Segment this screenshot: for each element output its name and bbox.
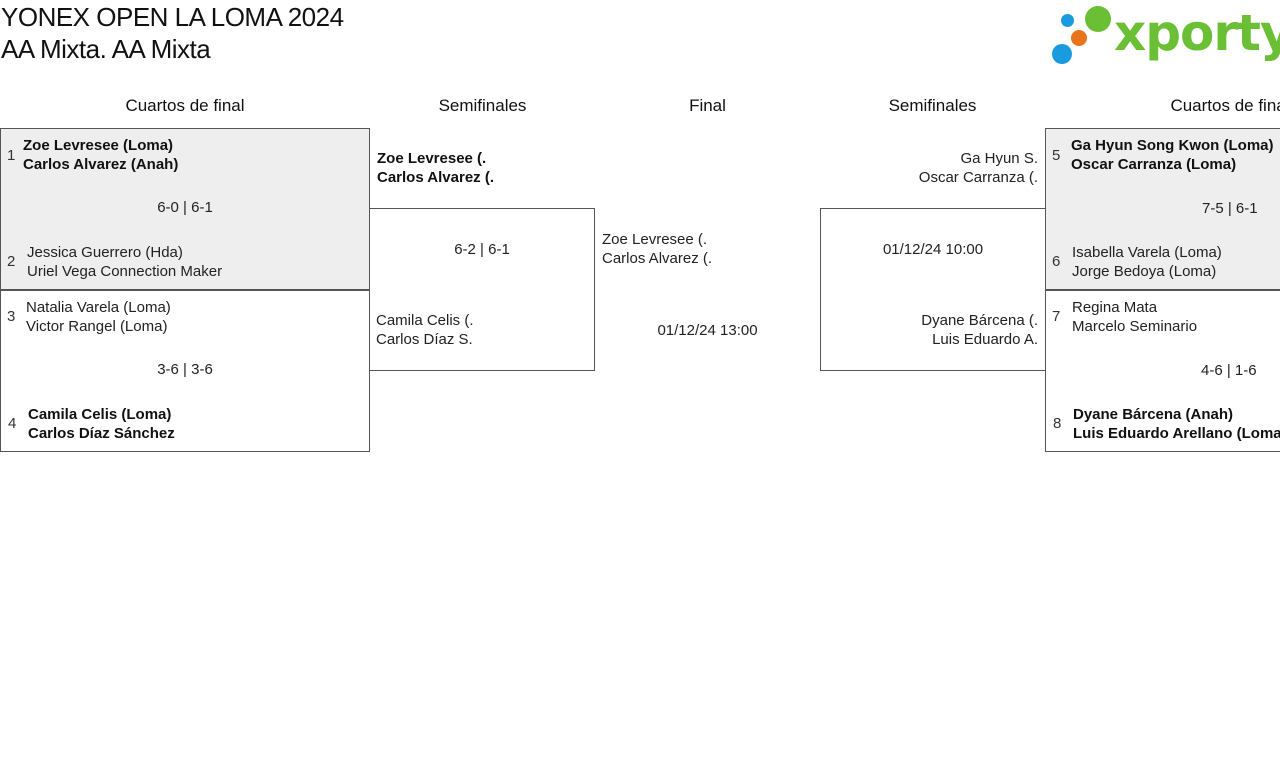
- right-qf-column: 5 Ga Hyun Song Kwon (Loma) Oscar Carranz…: [1045, 128, 1280, 458]
- round-header-left-sf: Semifinales: [438, 96, 527, 115]
- player-name: Isabella Varela (Loma): [1072, 244, 1222, 261]
- player-name: Dyane Bárcena (Anah): [1073, 406, 1234, 423]
- round-header-final: Final: [689, 96, 726, 115]
- logo-dot-blue: [1061, 14, 1074, 27]
- final-player-name: Carlos Alvarez (.: [602, 250, 713, 267]
- round-header-left-qf: Cuartos de final: [125, 96, 245, 115]
- player-name: Dyane Bárcena (.: [921, 312, 1038, 329]
- player-name: Jessica Guerrero (Hda): [27, 244, 183, 261]
- sf-player-name: Ga Hyun S.: [960, 150, 1038, 167]
- match-card-qf-4[interactable]: 7 Regina Mata Marcelo Seminario 4-6 | 1-…: [1045, 289, 1280, 452]
- match-card-sf-right[interactable]: 01/12/24 10:00 Dyane Bárcena (. Luis Edu…: [820, 208, 1045, 371]
- round-header-right-sf: Semifinales: [888, 96, 977, 115]
- seed-number: 3: [7, 308, 16, 325]
- player-name: Regina Mata: [1072, 299, 1158, 316]
- final-match-time: 01/12/24 13:00: [657, 322, 758, 339]
- player-name: Zoe Levresee (Loma): [23, 137, 174, 154]
- seed-number: 7: [1052, 308, 1061, 325]
- category-title: AA Mixta. AA Mixta: [1, 34, 211, 64]
- player-name: Oscar Carranza (Loma): [1071, 156, 1237, 173]
- player-name: Carlos Díaz Sánchez: [28, 425, 175, 442]
- player-name: Marcelo Seminario: [1072, 318, 1198, 335]
- seed-number: 8: [1053, 415, 1062, 432]
- match-time: 01/12/24 10:00: [882, 241, 984, 258]
- player-name: Camila Celis (.: [376, 312, 474, 329]
- player-name: Jorge Bedoya (Loma): [1072, 263, 1217, 280]
- match-card-qf-2[interactable]: 3 Natalia Varela (Loma) Victor Rangel (L…: [0, 289, 370, 452]
- match-card-qf-3[interactable]: 5 Ga Hyun Song Kwon (Loma) Oscar Carranz…: [1045, 128, 1280, 291]
- player-name: Camila Celis (Loma): [28, 406, 172, 423]
- logo-text: xporty: [1114, 4, 1280, 62]
- sf-player-name: Zoe Levresee (.: [377, 150, 487, 167]
- sf-player-name: Carlos Alvarez (.: [377, 169, 494, 186]
- logo-dot-orange: [1071, 30, 1087, 46]
- tournament-title: YONEX OPEN LA LOMA 2024: [1, 2, 344, 32]
- logo-dot-blue-2: [1052, 44, 1072, 64]
- match-score: 3-6 | 3-6: [157, 361, 213, 378]
- player-name: Luis Eduardo A.: [932, 331, 1038, 348]
- match-card-sf-left[interactable]: 6-2 | 6-1 Camila Celis (. Carlos Díaz S.: [370, 208, 595, 371]
- player-name: Carlos Díaz S.: [376, 331, 473, 348]
- sf-player-name: Oscar Carranza (.: [918, 169, 1038, 186]
- seed-number: 2: [7, 253, 16, 270]
- xporty-logo[interactable]: xporty: [1050, 2, 1280, 68]
- match-card-qf-1[interactable]: 1 Zoe Levresee (Loma) Carlos Alvarez (An…: [0, 128, 370, 291]
- seed-number: 6: [1052, 253, 1061, 270]
- player-name: Victor Rangel (Loma): [26, 318, 168, 335]
- player-name: Carlos Alvarez (Anah): [23, 156, 179, 173]
- seed-number: 1: [7, 147, 16, 164]
- match-score: 6-2 | 6-1: [454, 241, 510, 258]
- seed-number: 5: [1052, 147, 1061, 164]
- player-name: Uriel Vega Connection Maker: [27, 263, 223, 280]
- seed-number: 4: [8, 415, 17, 432]
- match-score: 4-6 | 1-6: [1201, 362, 1257, 379]
- logo-dot-green: [1085, 6, 1111, 32]
- player-name: Natalia Varela (Loma): [26, 299, 171, 316]
- match-score: 7-5 | 6-1: [1202, 200, 1258, 217]
- player-name: Ga Hyun Song Kwon (Loma): [1071, 137, 1274, 154]
- match-score: 6-0 | 6-1: [157, 199, 213, 216]
- final-player-name: Zoe Levresee (.: [602, 231, 708, 248]
- round-header-right-qf: Cuartos de final: [1170, 96, 1280, 115]
- player-name: Luis Eduardo Arellano (Loma): [1073, 425, 1280, 442]
